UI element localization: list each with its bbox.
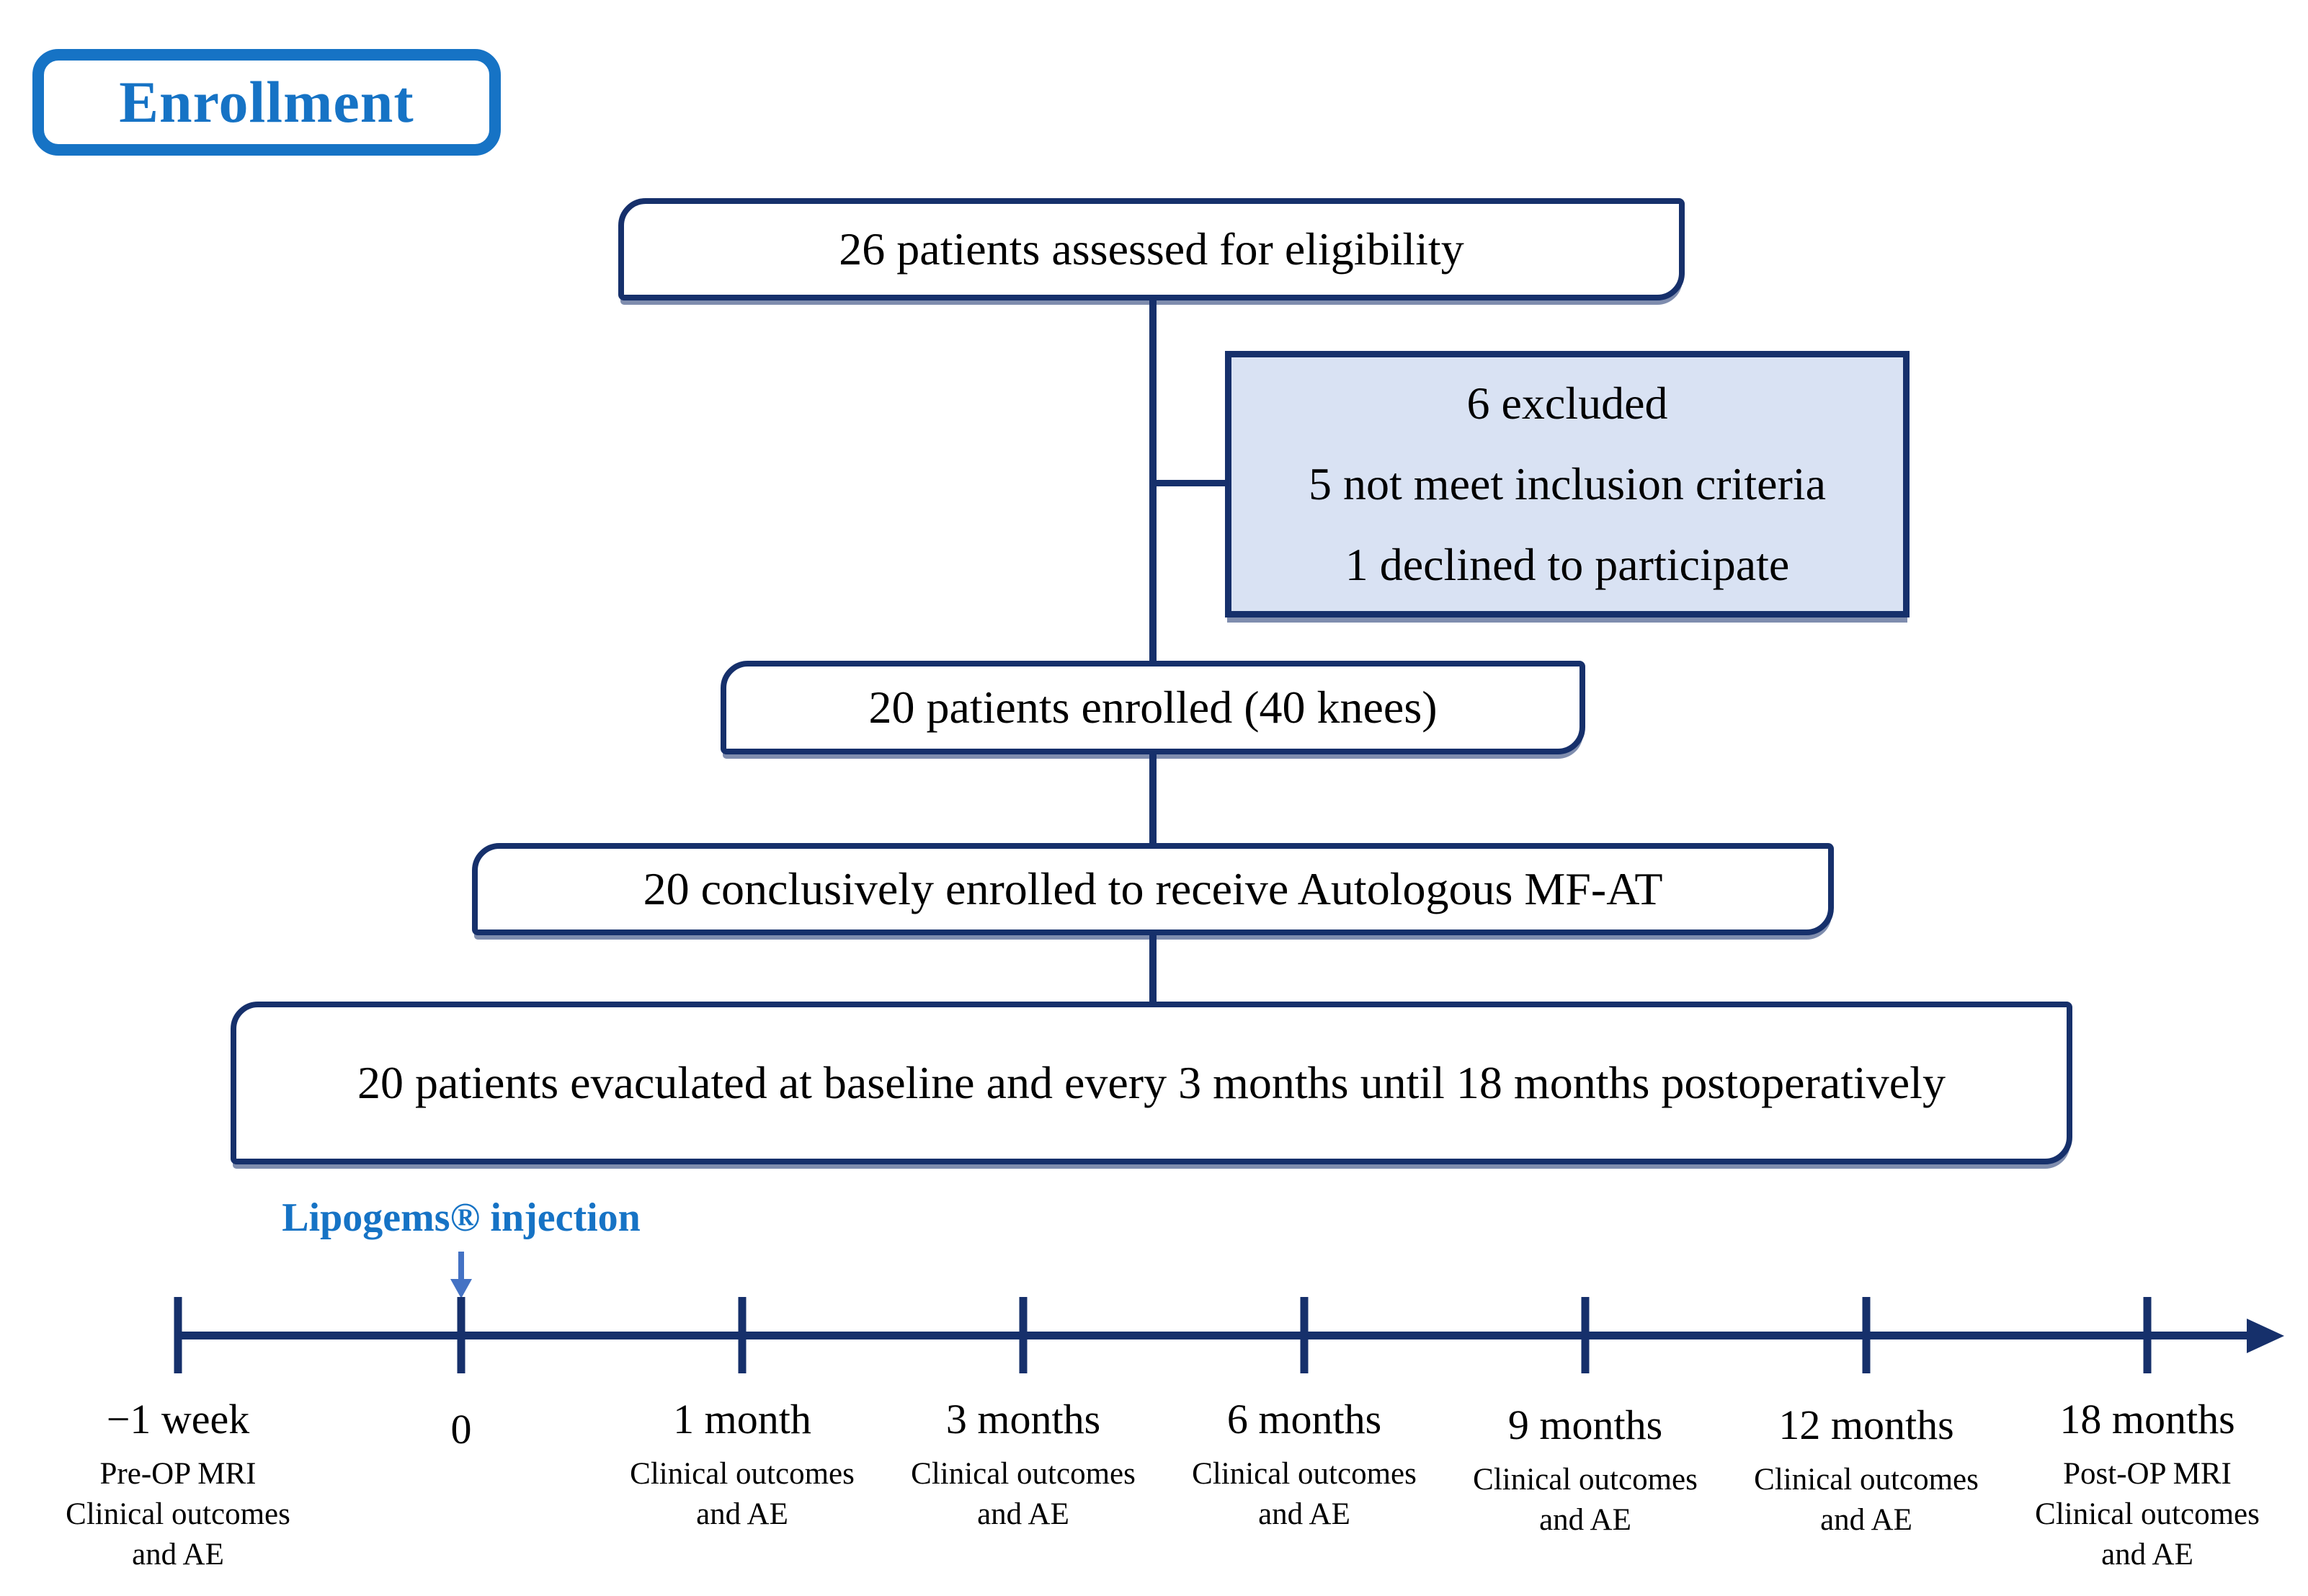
timepoint-12-months: 12 months Clinical outcomes and AE: [1708, 1402, 2025, 1541]
timepoint-label: 9 months: [1507, 1401, 1663, 1448]
timepoint-label: 6 months: [1226, 1396, 1382, 1443]
timepoint-subline: and AE: [2101, 1537, 2193, 1572]
flow-box-evaluated-text: 20 patients evaculated at baseline and e…: [357, 1057, 1946, 1109]
tick-3-months: [1019, 1297, 1028, 1373]
timepoint-subline: and AE: [1539, 1502, 1631, 1537]
timeline-axis: [178, 1332, 2252, 1339]
timepoint-subline: Post-OP MRI: [2063, 1456, 2232, 1491]
excluded-box: 6 excluded 5 not meet inclusion criteria…: [1225, 351, 1910, 618]
timepoint-label: 18 months: [2059, 1396, 2235, 1443]
flow-box-assessed-text: 26 patients assessed for eligibility: [839, 223, 1464, 275]
timepoint-subline: Clinical outcomes: [911, 1456, 1136, 1491]
injection-arrowhead-icon: [450, 1279, 472, 1298]
timepoint-label: −1 week: [106, 1396, 250, 1443]
timepoint-label: 0: [450, 1406, 472, 1453]
timepoint-label: 12 months: [1778, 1401, 1954, 1448]
connector-excluded-branch: [1153, 480, 1228, 486]
timepoint-subline: Clinical outcomes: [1192, 1456, 1417, 1491]
timepoint-subline: Clinical outcomes: [66, 1497, 290, 1531]
timepoint-subline: and AE: [1820, 1502, 1912, 1537]
timepoint-subline: and AE: [132, 1537, 224, 1572]
timepoint-minus-1-week: −1 week Pre-OP MRI Clinical outcomes and…: [19, 1396, 337, 1575]
injection-label: Lipogems® injection: [282, 1195, 641, 1240]
timepoint-subline: and AE: [696, 1497, 788, 1531]
tick-9-months: [1581, 1297, 1590, 1373]
timepoint-1-month: 1 month Clinical outcomes and AE: [584, 1396, 901, 1535]
timepoint-label: 3 months: [945, 1396, 1101, 1443]
timepoint-subline: Clinical outcomes: [2035, 1497, 2260, 1531]
timepoint-subline: and AE: [1258, 1497, 1350, 1531]
enrollment-badge-label: Enrollment: [119, 69, 414, 135]
excluded-line-2: 5 not meet inclusion criteria: [1309, 458, 1826, 509]
connector-conclusive-to-evaluated: [1149, 934, 1157, 1004]
flow-box-evaluated: 20 patients evaculated at baseline and e…: [231, 1002, 2072, 1164]
timepoint-subline: Clinical outcomes: [1754, 1462, 1979, 1497]
timepoint-3-months: 3 months Clinical outcomes and AE: [865, 1396, 1182, 1535]
flow-box-enrolled: 20 patients enrolled (40 knees): [721, 661, 1585, 754]
tick-12-months: [1862, 1297, 1871, 1373]
timepoint-subline: and AE: [977, 1497, 1069, 1531]
timepoint-subline: Clinical outcomes: [630, 1456, 855, 1491]
connector-enrolled-to-conclusive: [1149, 753, 1157, 846]
tick-0: [457, 1297, 465, 1373]
tick-18-months: [2143, 1297, 2152, 1373]
excluded-line-3: 1 declined to participate: [1345, 539, 1790, 590]
timepoint-subline: Clinical outcomes: [1473, 1462, 1698, 1497]
timepoint-label: 1 month: [673, 1396, 811, 1443]
flow-box-assessed: 26 patients assessed for eligibility: [618, 198, 1685, 300]
injection-arrow-icon: [458, 1252, 464, 1280]
timeline-arrowhead-icon: [2247, 1319, 2284, 1353]
tick-1-month: [738, 1297, 747, 1373]
tick-minus-1-week: [174, 1297, 182, 1373]
tick-6-months: [1300, 1297, 1309, 1373]
flow-box-conclusive-text: 20 conclusively enrolled to receive Auto…: [643, 863, 1663, 914]
timepoint-0: 0: [303, 1406, 620, 1464]
timepoint-9-months: 9 months Clinical outcomes and AE: [1427, 1402, 1744, 1541]
timepoint-18-months: 18 months Post-OP MRI Clinical outcomes …: [1989, 1396, 2306, 1575]
flow-box-conclusive: 20 conclusively enrolled to receive Auto…: [472, 843, 1834, 935]
timepoint-6-months: 6 months Clinical outcomes and AE: [1146, 1396, 1463, 1535]
timepoint-subline: Pre-OP MRI: [99, 1456, 257, 1491]
excluded-line-1: 6 excluded: [1466, 378, 1668, 429]
enrollment-badge: Enrollment: [32, 49, 501, 156]
flow-box-enrolled-text: 20 patients enrolled (40 knees): [868, 682, 1438, 733]
